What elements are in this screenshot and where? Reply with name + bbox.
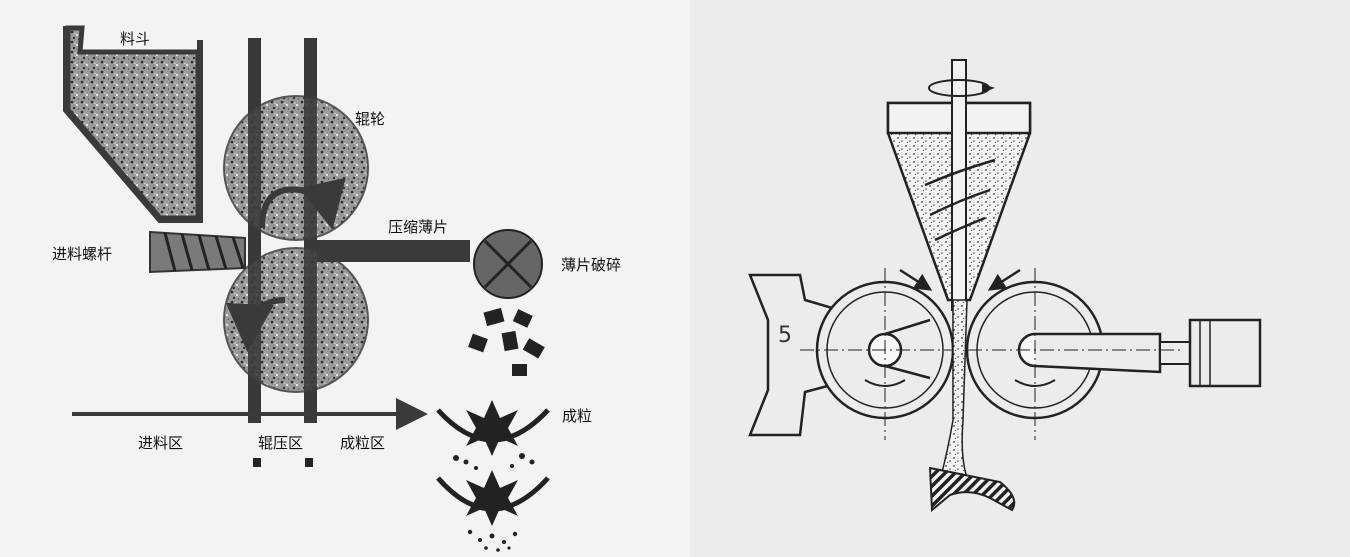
screw-flights — [924, 158, 996, 242]
label-sheet-crushing: 薄片破碎 — [561, 256, 621, 274]
compressed-sheet — [317, 240, 470, 262]
zone-marker-2 — [305, 458, 313, 467]
lower-roller-rotation-arrow — [225, 297, 286, 352]
zone-marker-1 — [253, 458, 261, 467]
feed-arrow-left — [899, 268, 933, 291]
label-feed-zone: 进料区 — [138, 434, 183, 452]
label-feed-screw: 进料螺杆 — [52, 245, 112, 263]
feed-screw — [149, 230, 246, 274]
granulator-rotor-upper — [466, 400, 518, 456]
label-granulation-zone: 成粒区 — [340, 434, 385, 452]
label-granulation: 成粒 — [562, 407, 592, 425]
broken-sheet — [928, 466, 1016, 513]
granulator-rotor-lower — [466, 470, 518, 526]
feed-arrow-right — [987, 268, 1021, 291]
left-diagram: 料斗 辊轮 压缩薄片 进料螺杆 薄片破碎 成粒 进料区 辊压区 成粒区 — [52, 25, 621, 552]
cylinder-rod — [1159, 341, 1191, 365]
label-compressed-sheet: 压缩薄片 — [388, 218, 448, 236]
screw-shaft — [951, 59, 967, 311]
upper-roller — [223, 95, 369, 241]
label-hopper: 料斗 — [120, 30, 150, 48]
right-diagram — [748, 59, 1262, 513]
granules — [453, 453, 535, 552]
lower-roller — [223, 247, 369, 393]
hydraulic-cylinder — [1188, 318, 1262, 388]
label-roll-press-zone: 辊压区 — [258, 434, 303, 452]
crushed-flakes — [468, 307, 545, 376]
roll-number-label: 5 — [778, 323, 792, 348]
upper-roller-rotation-arrow — [259, 177, 346, 230]
label-roller: 辊轮 — [355, 110, 385, 128]
hopper-wall — [63, 26, 203, 223]
roll-arm — [1034, 332, 1162, 374]
feed-screw-threads — [163, 232, 245, 272]
